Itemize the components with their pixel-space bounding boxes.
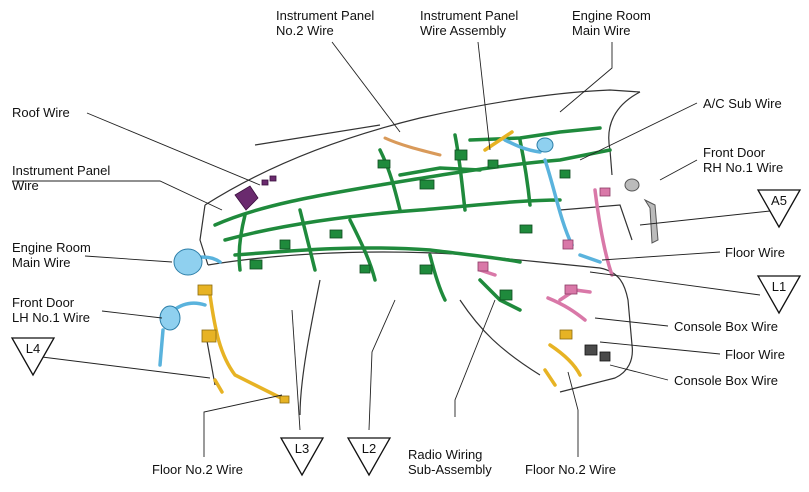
- label-console-box-wire-1: Console Box Wire: [674, 319, 779, 334]
- connector-a5: A5: [756, 189, 802, 229]
- label-ac-sub-wire: A/C Sub Wire: [703, 96, 782, 111]
- instrument-panel-no2-harness: [383, 136, 442, 157]
- connector-l3-label: L3: [295, 441, 309, 456]
- connector-l3: L3: [279, 437, 325, 477]
- connector-l4: L4: [10, 337, 56, 377]
- label-floor-no2-wire-left: Floor No.2 Wire: [152, 462, 244, 477]
- label-console-box-wire-2: Console Box Wire: [674, 373, 779, 388]
- engine-room-grommets: [159, 137, 554, 331]
- label-instrument-panel-wire-assembly: Instrument Panel Wire Assembly: [420, 8, 519, 38]
- label-floor-wire-right-2: Floor Wire: [725, 347, 785, 362]
- label-floor-wire-right: Floor Wire: [725, 245, 785, 260]
- connector-a5-label: A5: [771, 193, 787, 208]
- console-harness: [478, 188, 614, 322]
- leader-lines: [12, 41, 771, 457]
- label-engine-room-main-wire-top: Engine Room Main Wire: [572, 8, 651, 38]
- instrument-panel-harness: [213, 126, 612, 312]
- label-front-door-lh-no1-wire: Front Door LH No.1 Wire: [12, 295, 91, 325]
- label-instrument-panel-no2-wire: Instrument Panel No.2 Wire: [276, 8, 375, 38]
- label-instrument-panel-wire: Instrument Panel Wire: [12, 163, 111, 193]
- label-roof-wire: Roof Wire: [12, 105, 70, 120]
- connector-l1: L1: [756, 275, 802, 315]
- label-front-door-rh-no1-wire: Front Door RH No.1 Wire: [703, 145, 784, 175]
- floor-connectors: [197, 284, 573, 404]
- label-floor-no2-wire-right: Floor No.2 Wire: [525, 462, 617, 477]
- connector-l2-label: L2: [362, 441, 376, 456]
- console-dark-connectors: [584, 344, 611, 362]
- label-radio-wiring-sub-assembly: Radio Wiring Sub-Assembly: [408, 447, 492, 477]
- connector-l2: L2: [346, 437, 392, 477]
- label-engine-room-main-wire-left: Engine Room Main Wire: [12, 240, 91, 270]
- connector-callouts: A5 L1 L4 L3 L2: [10, 189, 802, 477]
- connector-l4-label: L4: [26, 341, 40, 356]
- console-connectors: [477, 187, 611, 295]
- instrument-panel-connectors: [249, 149, 571, 301]
- front-door-rh-grommet: [624, 178, 659, 244]
- roof-harness: [234, 175, 277, 211]
- connector-l1-label: L1: [772, 279, 786, 294]
